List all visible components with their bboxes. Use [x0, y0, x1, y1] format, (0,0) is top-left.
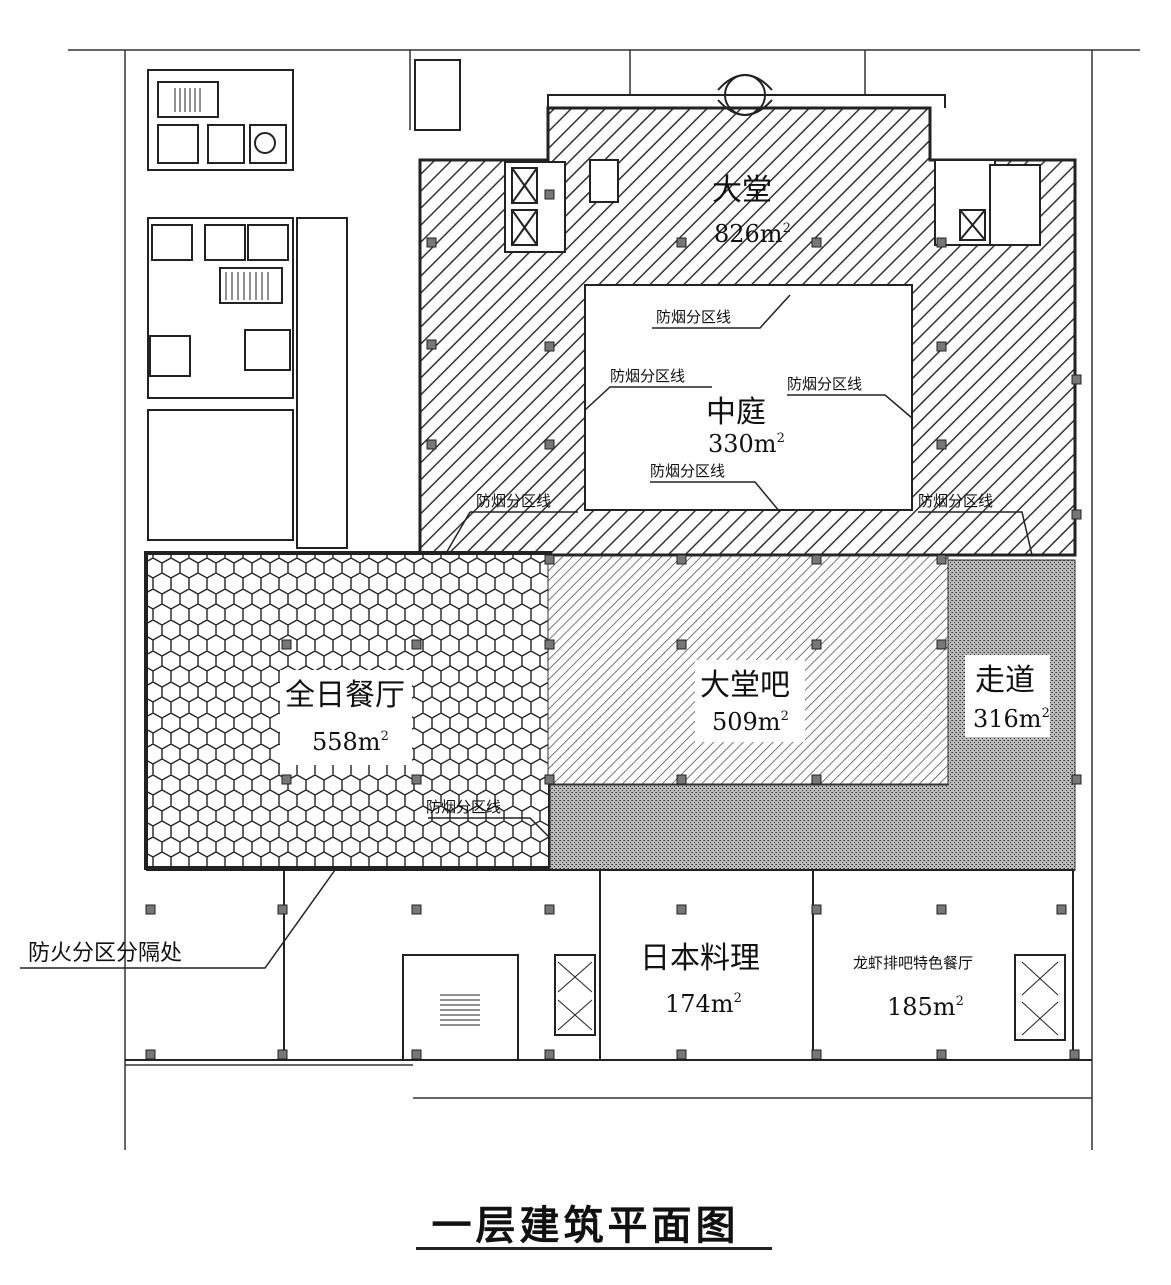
lower-rooms [125, 869, 1092, 1061]
entrance-doors [717, 74, 773, 116]
smoke-zone-label: 防烟分区线 [650, 462, 725, 480]
lobby-elevators [504, 159, 1041, 253]
smoke-zone-label: 防烟分区线 [610, 367, 685, 385]
lower-stair [440, 961, 1059, 1036]
smoke-zone-label: 防烟分区线 [918, 492, 993, 510]
lobby-entrance-bay [547, 94, 946, 108]
all-day-restaurant-area-label: 558m2 [312, 728, 389, 756]
drawing-title: 一层建筑平面图 [431, 1203, 740, 1249]
site-lines [68, 49, 1140, 1150]
all-day-restaurant-name: 全日餐厅 [285, 678, 405, 713]
lobby-bar-name: 大堂吧 [700, 668, 790, 703]
japanese-restaurant-area-label: 174m2 [665, 990, 742, 1018]
smoke-zone-label: 防烟分区线 [476, 492, 551, 510]
atrium-area-label: 330m2 [708, 430, 785, 458]
lobby-name: 大堂 [712, 173, 772, 208]
atrium-area [584, 284, 913, 511]
title-underline [416, 1247, 772, 1250]
smoke-zone-leaders [20, 294, 1033, 969]
restaurant-label-bg [280, 670, 412, 765]
corridor-label-bg [965, 655, 1050, 737]
lobby-bar-label-bg [695, 660, 805, 742]
lobster-bar-name: 龙虾排吧特色餐厅 [853, 954, 973, 972]
lobby-bar-area-label: 509m2 [712, 708, 789, 736]
fire-zone-divider-label: 防火分区分隔处 [28, 941, 182, 966]
lobby-area-label: 826m2 [714, 220, 791, 248]
atrium-name: 中庭 [706, 395, 766, 430]
corridor-name: 走道 [975, 663, 1035, 698]
floor-plan: 大堂 826m2 中庭 330m2 大堂吧 509m2 走道 316m2 全日餐… [20, 49, 1140, 1150]
stair-left [174, 88, 269, 300]
structural-columns [145, 189, 1082, 1060]
smoke-zone-label: 防烟分区线 [656, 308, 731, 326]
smoke-zone-label: 防烟分区线 [787, 375, 862, 393]
lobster-bar-area-label: 185m2 [887, 993, 964, 1021]
japanese-restaurant-name: 日本料理 [640, 941, 760, 976]
left-service-core [147, 59, 461, 549]
corridor-area-label: 316m2 [973, 705, 1050, 733]
smoke-zone-label: 防烟分区线 [426, 798, 501, 816]
